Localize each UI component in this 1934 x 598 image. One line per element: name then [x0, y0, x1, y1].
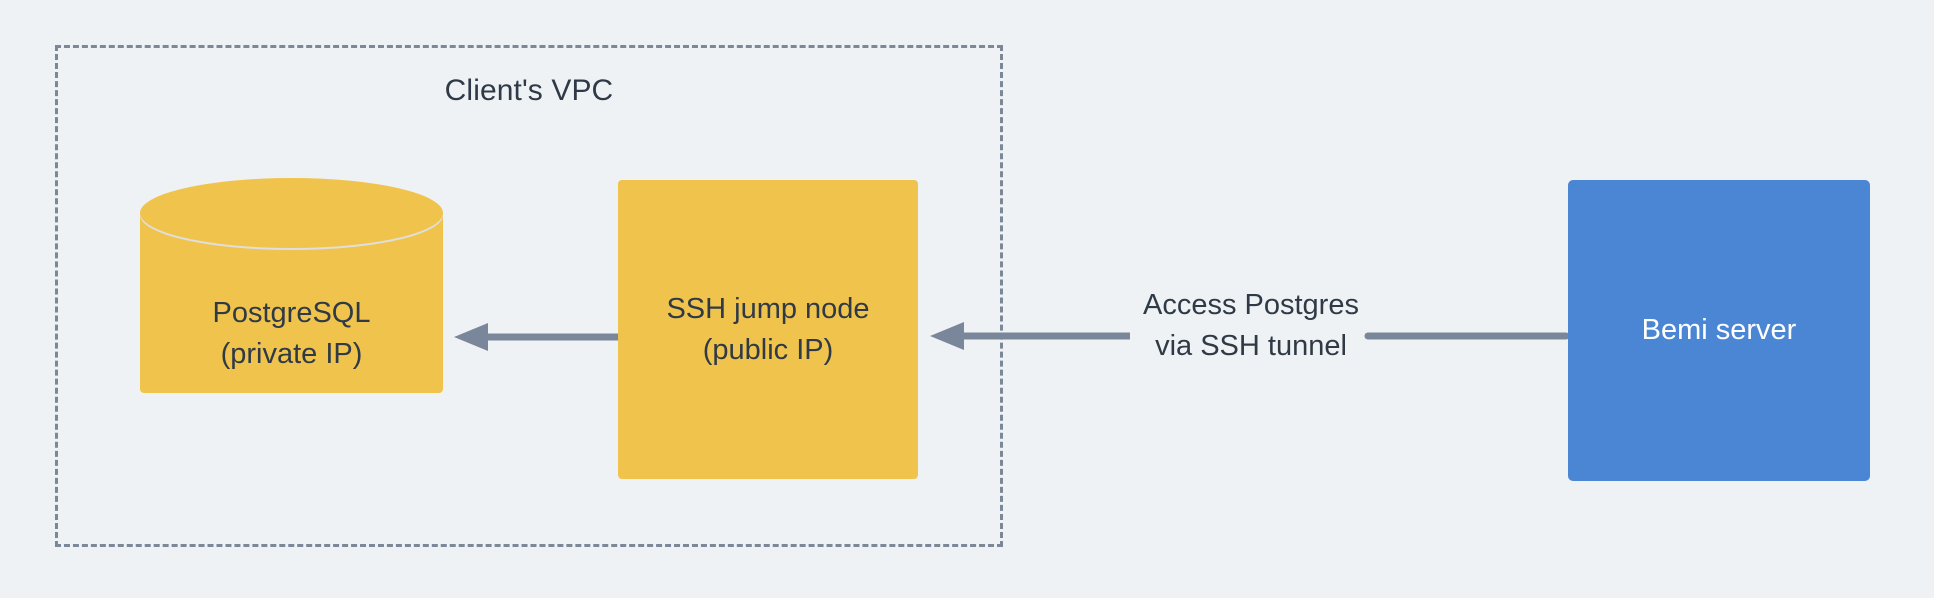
- arrow-bemi-to-jumpnode-tail: [1364, 325, 1570, 340]
- node-bemi-server[interactable]: Bemi server: [1568, 180, 1870, 481]
- vpc-boundary: [55, 45, 1003, 547]
- node-postgresql-label: PostgreSQL (private IP): [140, 293, 443, 375]
- node-postgresql-line2: (private IP): [220, 338, 363, 370]
- node-ssh-jump-node-label: SSH jump node (public IP): [666, 289, 869, 371]
- cylinder-top-ellipse: [140, 178, 443, 248]
- node-postgresql[interactable]: PostgreSQL (private IP): [140, 178, 443, 393]
- node-bemi-server-line1: Bemi server: [1641, 314, 1797, 346]
- edge-label-line2: via SSH tunnel: [1155, 330, 1347, 362]
- node-postgresql-line1: PostgreSQL: [212, 297, 371, 329]
- node-bemi-server-label: Bemi server: [1642, 310, 1797, 351]
- node-ssh-jump-node[interactable]: SSH jump node (public IP): [618, 180, 918, 479]
- node-ssh-jump-node-line1: SSH jump node: [666, 292, 870, 325]
- arrow-bemi-to-jumpnode-head: [928, 322, 1142, 350]
- edge-label-line1: Access Postgres: [1143, 289, 1359, 321]
- node-ssh-jump-node-line2: (public IP): [702, 333, 834, 366]
- vpc-title: Client's VPC: [444, 74, 614, 107]
- edge-label-access-postgres: Access Postgres via SSH tunnel: [1130, 283, 1372, 369]
- arrow-jumpnode-to-postgresql: [452, 323, 622, 351]
